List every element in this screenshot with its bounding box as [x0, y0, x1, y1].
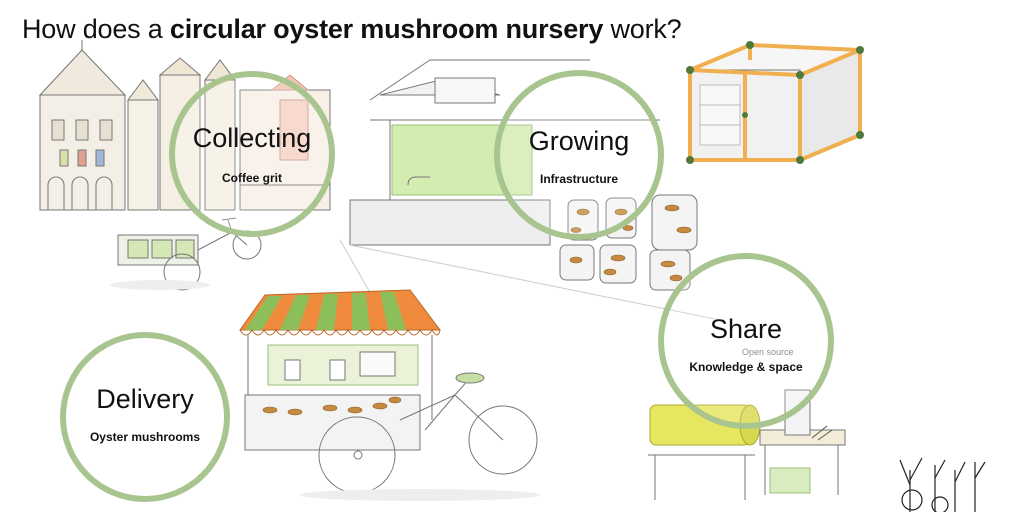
share-title: Share — [709, 314, 783, 344]
growing-subtitle: Infrastructure — [539, 172, 619, 186]
delivery-title: Delivery — [96, 384, 194, 414]
collecting-cart-sketch — [110, 217, 262, 291]
title-bold: circular oyster mushroom nursery — [169, 14, 604, 44]
collecting-subtitle: Coffee grit — [222, 171, 282, 185]
growing-frame-sketch — [686, 41, 864, 164]
plant-sketch — [899, 457, 986, 512]
collecting-circle: Collecting Coffee grit — [169, 71, 335, 237]
share-subtitle: Knowledge & space — [689, 360, 803, 374]
page-title: How does a circular oyster mushroom nurs… — [22, 14, 682, 45]
growing-title: Growing — [528, 126, 630, 156]
title-suffix: work? — [603, 14, 682, 44]
title-prefix: How does a — [22, 14, 170, 44]
delivery-circle: Delivery Oyster mushrooms — [60, 332, 230, 502]
collecting-title: Collecting — [192, 123, 312, 153]
delivery-subtitle: Oyster mushrooms — [89, 430, 201, 444]
growing-circle: Growing Infrastructure — [494, 70, 664, 240]
share-circle: Share Knowledge & space — [658, 253, 834, 429]
market-stall-sketch — [239, 289, 540, 501]
